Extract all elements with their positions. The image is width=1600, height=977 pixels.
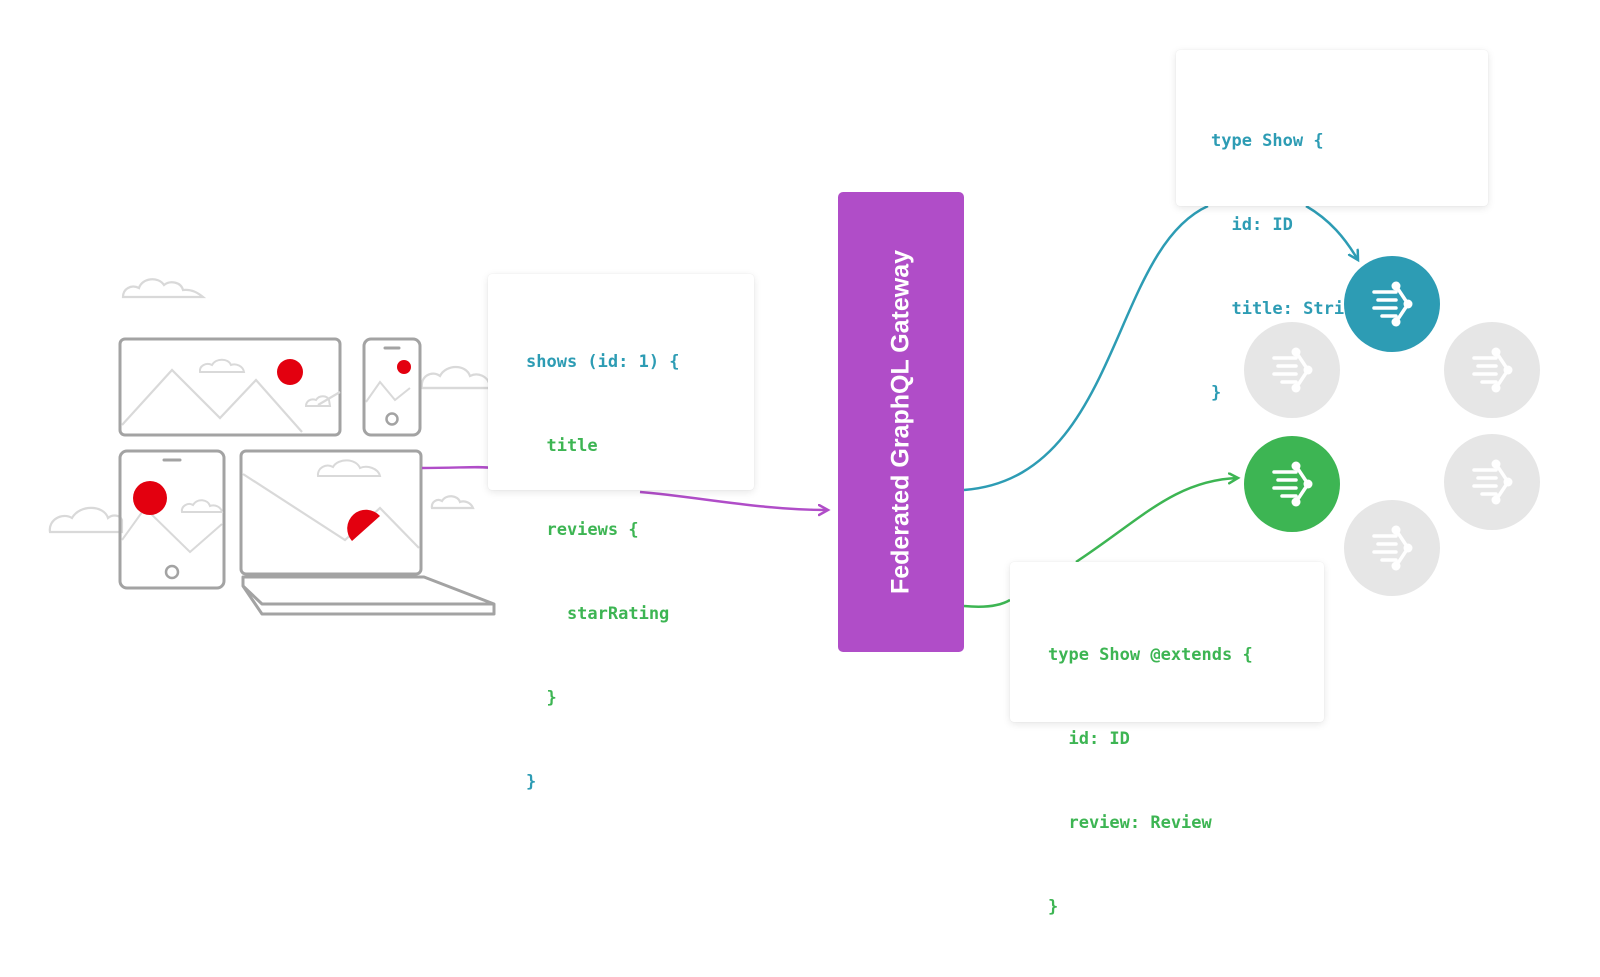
phone-illustration — [362, 337, 422, 437]
shows-service-node — [1344, 256, 1440, 352]
code-line: reviews { — [526, 520, 639, 540]
code-line: } — [526, 688, 557, 708]
code-line: } — [1048, 897, 1059, 917]
client-query-card: shows (id: 1) { title reviews { starRati… — [488, 274, 754, 792]
code-line: id: ID — [1211, 215, 1293, 235]
code-line: type Show @extends { — [1048, 645, 1253, 665]
show-extends-schema-card: type Show @extends { id: ID review: Revi… — [1010, 562, 1324, 917]
code-line: review: Review — [1048, 813, 1212, 833]
cloud-icon — [121, 278, 207, 299]
code-line: starRating — [526, 604, 670, 624]
laptop-illustration — [239, 449, 496, 616]
service-graph-icon — [1272, 347, 1313, 393]
cloud-icon — [420, 365, 492, 390]
show-type-schema-card: type Show { id: ID title: String } — [1176, 50, 1488, 403]
service-graph-icon — [1272, 461, 1313, 507]
code-line: shows (id: 1) { — [526, 352, 680, 372]
reviews-service-node — [1244, 436, 1340, 532]
shows-card-to-service-arrow — [1305, 204, 1358, 260]
inactive-service-node — [1244, 322, 1340, 418]
service-graph-icon — [1472, 347, 1513, 393]
inactive-service-node — [1444, 322, 1540, 418]
federated-graphql-gateway: Federated GraphQL Gateway — [838, 192, 964, 652]
desktop-monitor-illustration — [118, 337, 342, 437]
cloud-icon — [430, 495, 475, 510]
inactive-service-node — [1344, 500, 1440, 596]
service-graph-icon — [1472, 459, 1513, 505]
code-line: type Show { — [1211, 131, 1324, 151]
service-graph-icon — [1372, 281, 1413, 327]
code-line: title — [526, 436, 598, 456]
gateway-label: Federated GraphQL Gateway — [886, 249, 915, 595]
code-line: id: ID — [1048, 729, 1130, 749]
gateway-to-reviews-connector — [963, 598, 1011, 608]
service-graph-icon — [1372, 525, 1413, 571]
gateway-to-shows-connector — [963, 204, 1209, 492]
federation-diagram: Federated GraphQL Gateway shows (id: 1) … — [48, 50, 1600, 917]
code-line: } — [526, 772, 537, 792]
code-line: } — [1211, 383, 1222, 403]
inactive-service-node — [1444, 434, 1540, 530]
tablet-illustration — [118, 449, 226, 590]
cloud-icon — [48, 506, 124, 534]
reviews-card-to-service-arrow — [1075, 478, 1238, 564]
diagram-canvas — [48, 204, 1600, 616]
